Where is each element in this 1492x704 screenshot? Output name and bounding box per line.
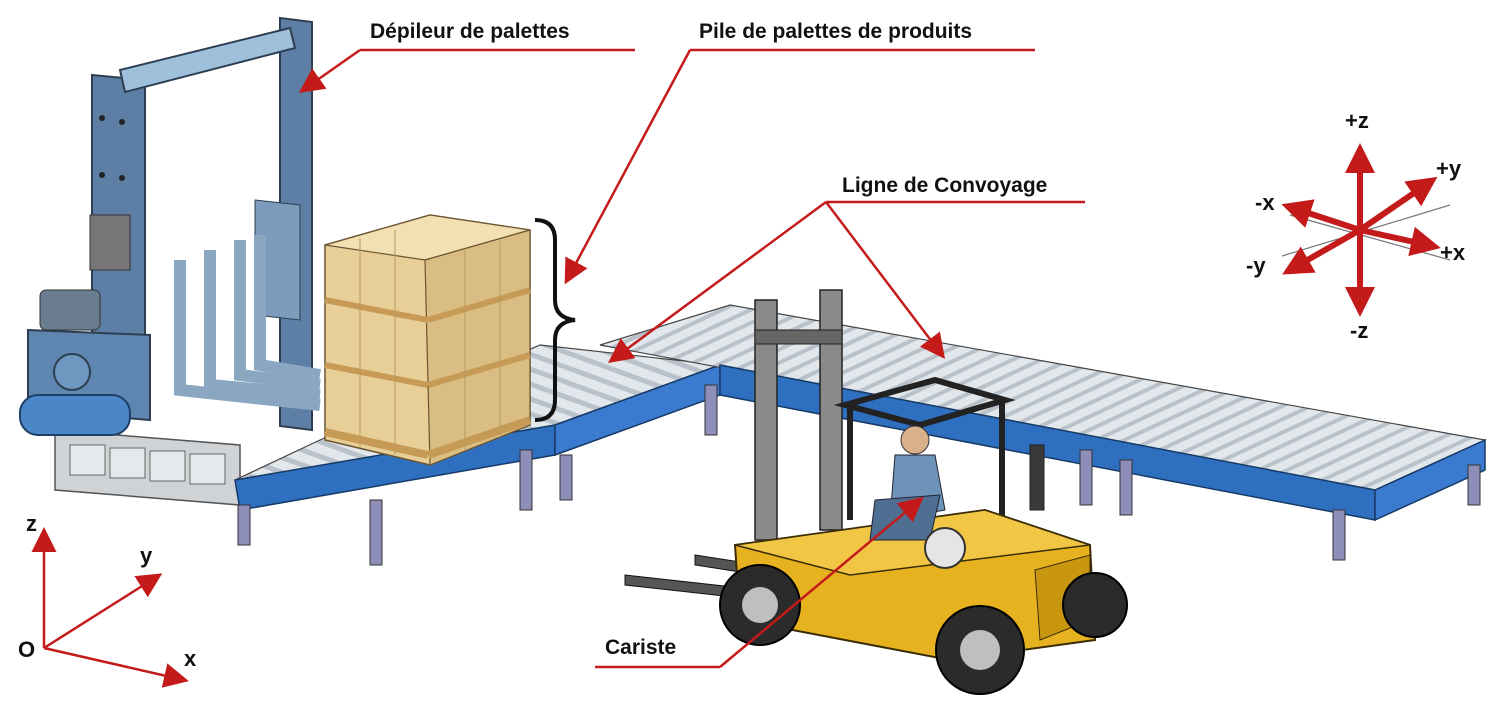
rose-py-arrow bbox=[1358, 176, 1438, 233]
axis-origin-label: O bbox=[18, 637, 35, 662]
reference-axes: O z y x bbox=[18, 511, 197, 688]
forklift bbox=[624, 289, 1128, 695]
callout-arrows bbox=[298, 48, 1085, 669]
axis-z-label: z bbox=[26, 511, 37, 536]
rose-px-arrow bbox=[1359, 226, 1441, 257]
rose-px-label: +x bbox=[1440, 240, 1466, 265]
y-axis-arrow bbox=[43, 573, 163, 650]
axis-y-label: y bbox=[140, 543, 153, 568]
rose-nx-label: -x bbox=[1255, 190, 1275, 215]
stack-height-brace bbox=[534, 218, 576, 422]
rose-ny-label: -y bbox=[1246, 253, 1266, 278]
axis-x-label: x bbox=[184, 646, 197, 671]
rose-nz-label: -z bbox=[1350, 318, 1368, 343]
label-cariste: Cariste bbox=[605, 636, 676, 659]
destacker-machine bbox=[19, 16, 321, 506]
rose-ny-arrow bbox=[1282, 227, 1362, 275]
label-depileur: Dépileur de palettes bbox=[370, 20, 570, 43]
rose-py-label: +y bbox=[1436, 156, 1462, 181]
direction-rose: +z -z +y -y +x -x bbox=[1246, 108, 1466, 343]
x-axis-arrow bbox=[43, 646, 189, 688]
rose-pz-label: +z bbox=[1345, 108, 1369, 133]
rose-nx-arrow bbox=[1281, 199, 1361, 233]
label-pile: Pile de palettes de produits bbox=[699, 20, 972, 43]
label-ligne: Ligne de Convoyage bbox=[842, 174, 1047, 197]
pallet-stack bbox=[324, 214, 532, 466]
